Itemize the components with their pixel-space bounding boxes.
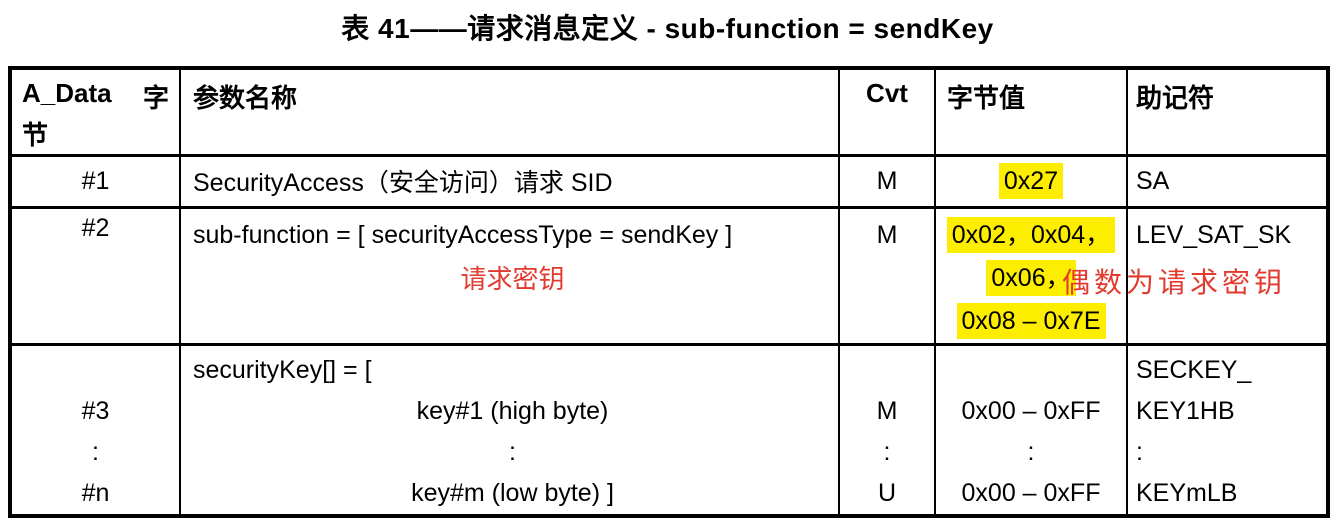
table-row-3: #3 : #n securityKey[] = [ key#1 (high by… [9,342,1329,517]
row1-byte-cell: #1 [9,153,181,208]
row3-cvt-line-3: U [877,478,897,507]
header-cell-mnemonic: 助记符 [1126,66,1329,156]
row2-value-highlight-3: 0x08 – 0x7E [956,302,1106,339]
header-adata-cjk2: 节 [22,120,49,150]
row1-cvt-cell: M [838,153,936,208]
header-cell-cvt: Cvt [838,66,936,156]
row2-value-highlight-1: 0x02，0x04， [946,216,1116,253]
row2-value-line-3: 0x08 – 0x7E [936,300,1126,343]
row3-byte-line-2: : [92,437,99,466]
row1-value-cell: 0x27 [934,153,1128,208]
header-adata-cjk1: 字 [142,83,169,113]
row3-parameter-line-2: key#1 (high byte) [416,396,609,425]
table-row-1: #1 SecurityAccess（安全访问）请求 SID M 0x27 SA [9,153,1329,208]
row2-value-highlight-2: 0x06， [986,259,1076,296]
row2-parameter-cell: sub-function = [ securityAccessType = se… [179,205,840,345]
row3-cvt-cell: M : U [838,342,936,517]
row2-cvt-text: M [876,220,898,249]
annotation-request-key: 请求密钥 [460,264,565,295]
row2-value-cell: 0x02，0x04， 0x06， 0x08 – 0x7E [934,205,1128,345]
table-caption: 表 41——请求消息定义 - sub-function = sendKey [341,13,994,44]
row3-parameter-cell: securityKey[] = [ key#1 (high byte) : ke… [179,342,840,517]
header-cell-parameter-name: 参数名称 [179,66,840,156]
header-adata-latin: A_Data [22,78,112,108]
row1-value-highlight: 0x27 [998,163,1064,199]
table-row-2: #2 sub-function = [ securityAccessType =… [9,205,1329,345]
row2-parameter-text: sub-function = [ securityAccessType = se… [193,220,733,249]
row3-parameter-line-4: key#m (low byte) ] [411,478,614,507]
header-cell-byte-value: 字节值 [934,66,1128,156]
row3-cvt-line-1: M [876,396,898,425]
row3-mnemonic-line-3: : [1136,437,1143,466]
row3-byte-cell: #3 : #n [9,342,181,517]
row2-value-line-1: 0x02，0x04， [936,214,1126,257]
row3-value-cell: 0x00 – 0xFF : 0x00 – 0xFF [934,342,1128,517]
row3-mnemonic-line-2: KEY1HB [1136,396,1235,425]
row3-byte-line-1: #3 [81,396,110,425]
request-message-table: A_Data 字 节 参数名称 Cvt 字节值 助记符 #1 SecurityA… [8,66,1330,518]
header-row: A_Data 字 节 参数名称 Cvt 字节值 助记符 [9,66,1329,156]
row3-parameter-line-3: : [509,437,516,466]
row3-cvt-line-2: : [883,437,891,466]
row3-value-line-2: : [1027,437,1035,466]
row2-cvt-cell: M [838,205,936,345]
row3-mnemonic-cell: SECKEY_ KEY1HB : KEYmLB [1126,342,1329,517]
header-cell-adata-byte: A_Data 字 节 [9,66,181,156]
row3-mnemonic-line-4: KEYmLB [1136,478,1238,507]
row3-parameter-line-1: securityKey[] = [ [193,355,372,384]
row2-value-line-2: 0x06， [936,257,1126,300]
row2-mnemonic-cell: LEV_SAT_SK [1126,205,1329,345]
row1-parameter-cell: SecurityAccess（安全访问）请求 SID [179,153,840,208]
row3-value-line-3: 0x00 – 0xFF [961,478,1101,507]
row3-byte-line-3: #n [81,478,110,507]
row3-mnemonic-line-1: SECKEY_ [1136,355,1252,384]
annotation-even-request-key: 偶数为请求密钥 [1062,266,1287,299]
row1-mnemonic-cell: SA [1126,153,1329,208]
row3-value-line-1: 0x00 – 0xFF [961,396,1101,425]
row2-byte-cell: #2 [9,205,181,345]
row2-mnemonic-text: LEV_SAT_SK [1136,220,1292,249]
